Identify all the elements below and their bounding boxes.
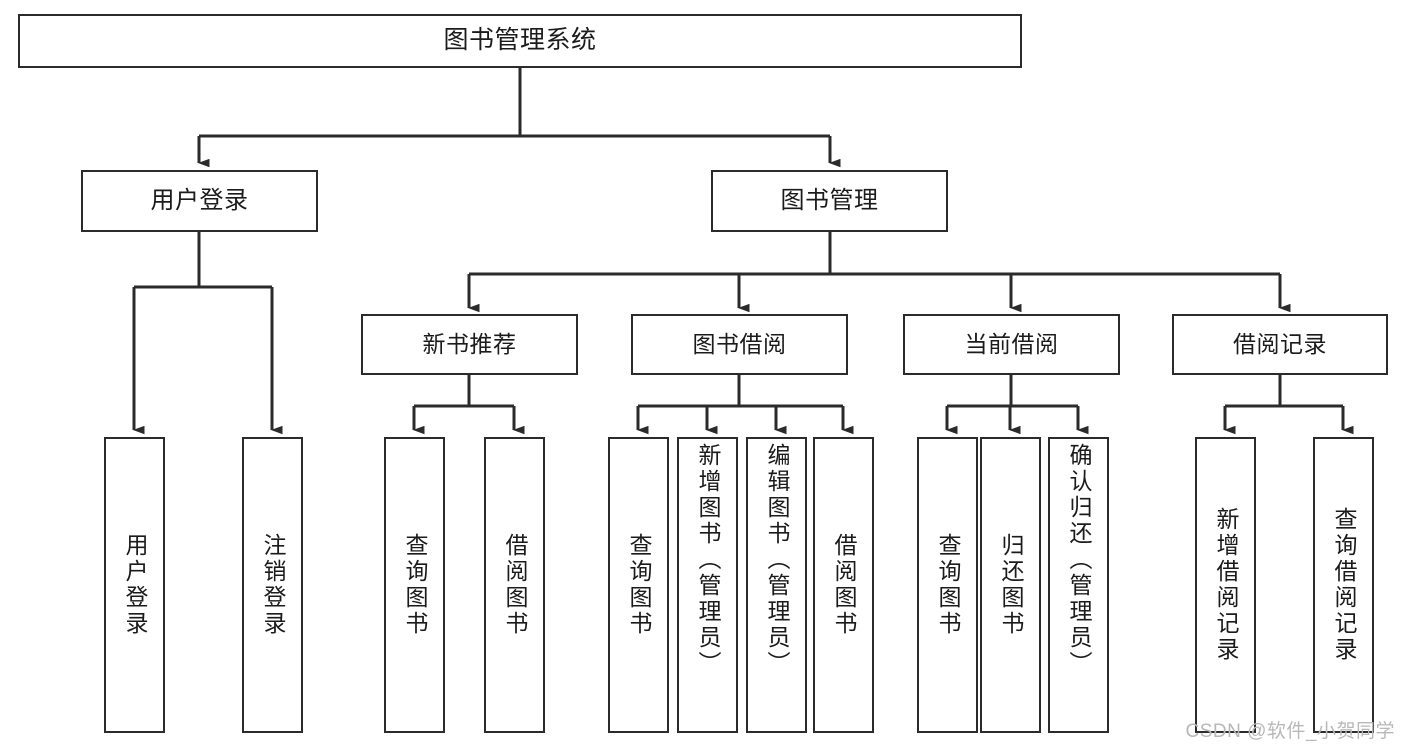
leaf-add-book[interactable]: 新增图书（管理员）: [677, 437, 738, 733]
leaf-add-record[interactable]: 新增借阅记录: [1195, 437, 1256, 733]
node-label: 借阅记录: [1233, 330, 1327, 357]
node-user-login[interactable]: 用户登录: [81, 170, 318, 232]
node-label: 新增图书（管理员）: [695, 443, 721, 677]
node-label: 编辑图书（管理员）: [764, 443, 790, 677]
leaf-query-record[interactable]: 查询借阅记录: [1313, 437, 1374, 733]
node-root-book-management-system[interactable]: 图书管理系统: [18, 14, 1022, 68]
node-label: 归还图书: [998, 533, 1024, 637]
leaf-confirm-return[interactable]: 确认归还（管理员）: [1048, 437, 1109, 733]
leaf-return-book[interactable]: 归还图书: [980, 437, 1041, 733]
node-label: 新增借阅记录: [1213, 507, 1239, 663]
node-label: 图书管理系统: [443, 26, 597, 55]
leaf-query-book-3[interactable]: 查询图书: [917, 437, 978, 733]
leaf-borrow-book-1[interactable]: 借阅图书: [484, 437, 545, 733]
node-label: 查询图书: [402, 533, 428, 637]
node-book-borrow[interactable]: 图书借阅: [631, 314, 848, 375]
node-label: 用户登录: [122, 533, 148, 637]
node-label: 借阅图书: [831, 533, 857, 637]
node-label: 用户登录: [150, 186, 249, 214]
leaf-borrow-book-2[interactable]: 借阅图书: [813, 437, 874, 733]
node-label: 图书借阅: [692, 330, 787, 357]
node-label: 新书推荐: [422, 330, 517, 357]
node-label: 注销登录: [260, 533, 286, 637]
node-label: 查询借阅记录: [1331, 507, 1357, 663]
leaf-query-book-2[interactable]: 查询图书: [608, 437, 669, 733]
leaf-user-login[interactable]: 用户登录: [104, 437, 165, 733]
leaf-query-book-1[interactable]: 查询图书: [384, 437, 445, 733]
node-current-borrow[interactable]: 当前借阅: [903, 314, 1120, 375]
node-label: 当前借阅: [964, 330, 1059, 357]
node-label: 图书管理: [780, 186, 879, 214]
node-new-book-recommend[interactable]: 新书推荐: [361, 314, 578, 375]
node-borrow-record[interactable]: 借阅记录: [1172, 314, 1388, 375]
node-label: 查询图书: [935, 533, 961, 637]
leaf-edit-book[interactable]: 编辑图书（管理员）: [746, 437, 807, 733]
leaf-logout[interactable]: 注销登录: [242, 437, 303, 733]
node-label: 借阅图书: [502, 533, 528, 637]
node-label: 查询图书: [626, 533, 652, 637]
node-label: 确认归还（管理员）: [1066, 443, 1092, 677]
node-book-management[interactable]: 图书管理: [711, 170, 948, 232]
